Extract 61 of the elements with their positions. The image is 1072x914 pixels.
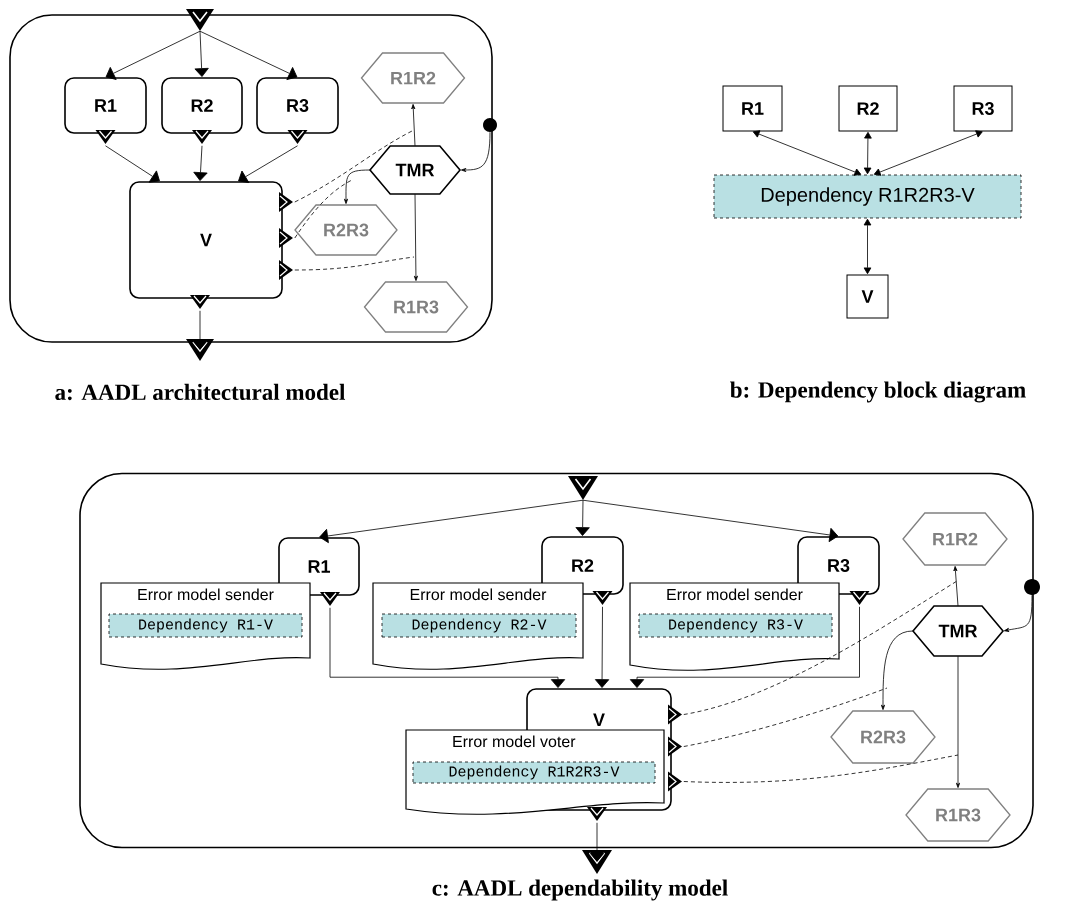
connector: [589, 822, 605, 862]
chevron-port: [568, 476, 598, 500]
system-box: [9, 14, 493, 343]
component-box: R2: [161, 77, 243, 144]
connector: [873, 130, 983, 176]
dependency-box: Dependency R1-V: [108, 613, 303, 638]
connector: [956, 655, 960, 788]
connector: [199, 30, 298, 81]
caption: c: AADL dependability model: [432, 879, 728, 901]
connector: [194, 30, 209, 77]
connector: [953, 566, 959, 607]
connector: [461, 131, 491, 172]
connection-dot: [1024, 579, 1040, 595]
mode-hexagon: R1R2: [902, 512, 1008, 566]
system-box: [79, 472, 1034, 849]
connector: [344, 169, 371, 204]
connector: [863, 218, 872, 275]
connector: [575, 499, 590, 536]
dashed-connector: [683, 687, 888, 747]
mode-hexagon: R1R3: [905, 788, 1011, 842]
connector: [105, 145, 160, 183]
connector: [329, 607, 566, 688]
connector: [629, 606, 860, 688]
dependency-box: Dependency R3-V: [638, 613, 833, 638]
dependency-box: Dependency R1R2R3-V: [713, 174, 1022, 219]
connector: [192, 310, 208, 350]
mode-hexagon: R1R3: [363, 281, 469, 333]
connector: [413, 193, 418, 281]
mode-hexagon: R2R3: [294, 204, 398, 256]
mode-hexagon: R1R2: [360, 52, 466, 104]
block-box: R3: [953, 85, 1013, 132]
connector: [594, 606, 610, 688]
component-box: R1: [64, 77, 147, 144]
connector: [752, 130, 862, 176]
dashed-connector: [294, 179, 353, 239]
mode-hexagon: R2R3: [830, 710, 936, 764]
dependency-box: Dependency R1R2R3-V: [412, 761, 656, 784]
connector: [319, 499, 584, 544]
caption: a: AADL architectural model: [55, 383, 346, 401]
dashed-connector: [294, 256, 415, 271]
component-box: V: [129, 181, 293, 309]
dependency-box: Dependency R2-V: [381, 613, 577, 638]
component-box: R1: [278, 537, 360, 606]
dashed-connector: [683, 580, 958, 715]
connector: [193, 145, 208, 181]
connector: [582, 499, 839, 543]
connector: [881, 630, 914, 710]
block-box: V: [846, 274, 889, 319]
connection-dot: [483, 118, 497, 132]
dashed-connector: [683, 754, 959, 783]
caption: b: Dependency block diagram: [730, 381, 1026, 403]
component-box: R3: [256, 77, 339, 144]
connector: [411, 104, 416, 147]
dashed-connector: [294, 129, 415, 203]
connector: [105, 30, 201, 80]
connector: [1003, 594, 1033, 632]
block-box: R1: [722, 85, 783, 132]
block-box: R2: [838, 85, 898, 132]
connector: [238, 145, 298, 183]
chevron-port: [186, 9, 214, 31]
connector: [863, 131, 872, 175]
